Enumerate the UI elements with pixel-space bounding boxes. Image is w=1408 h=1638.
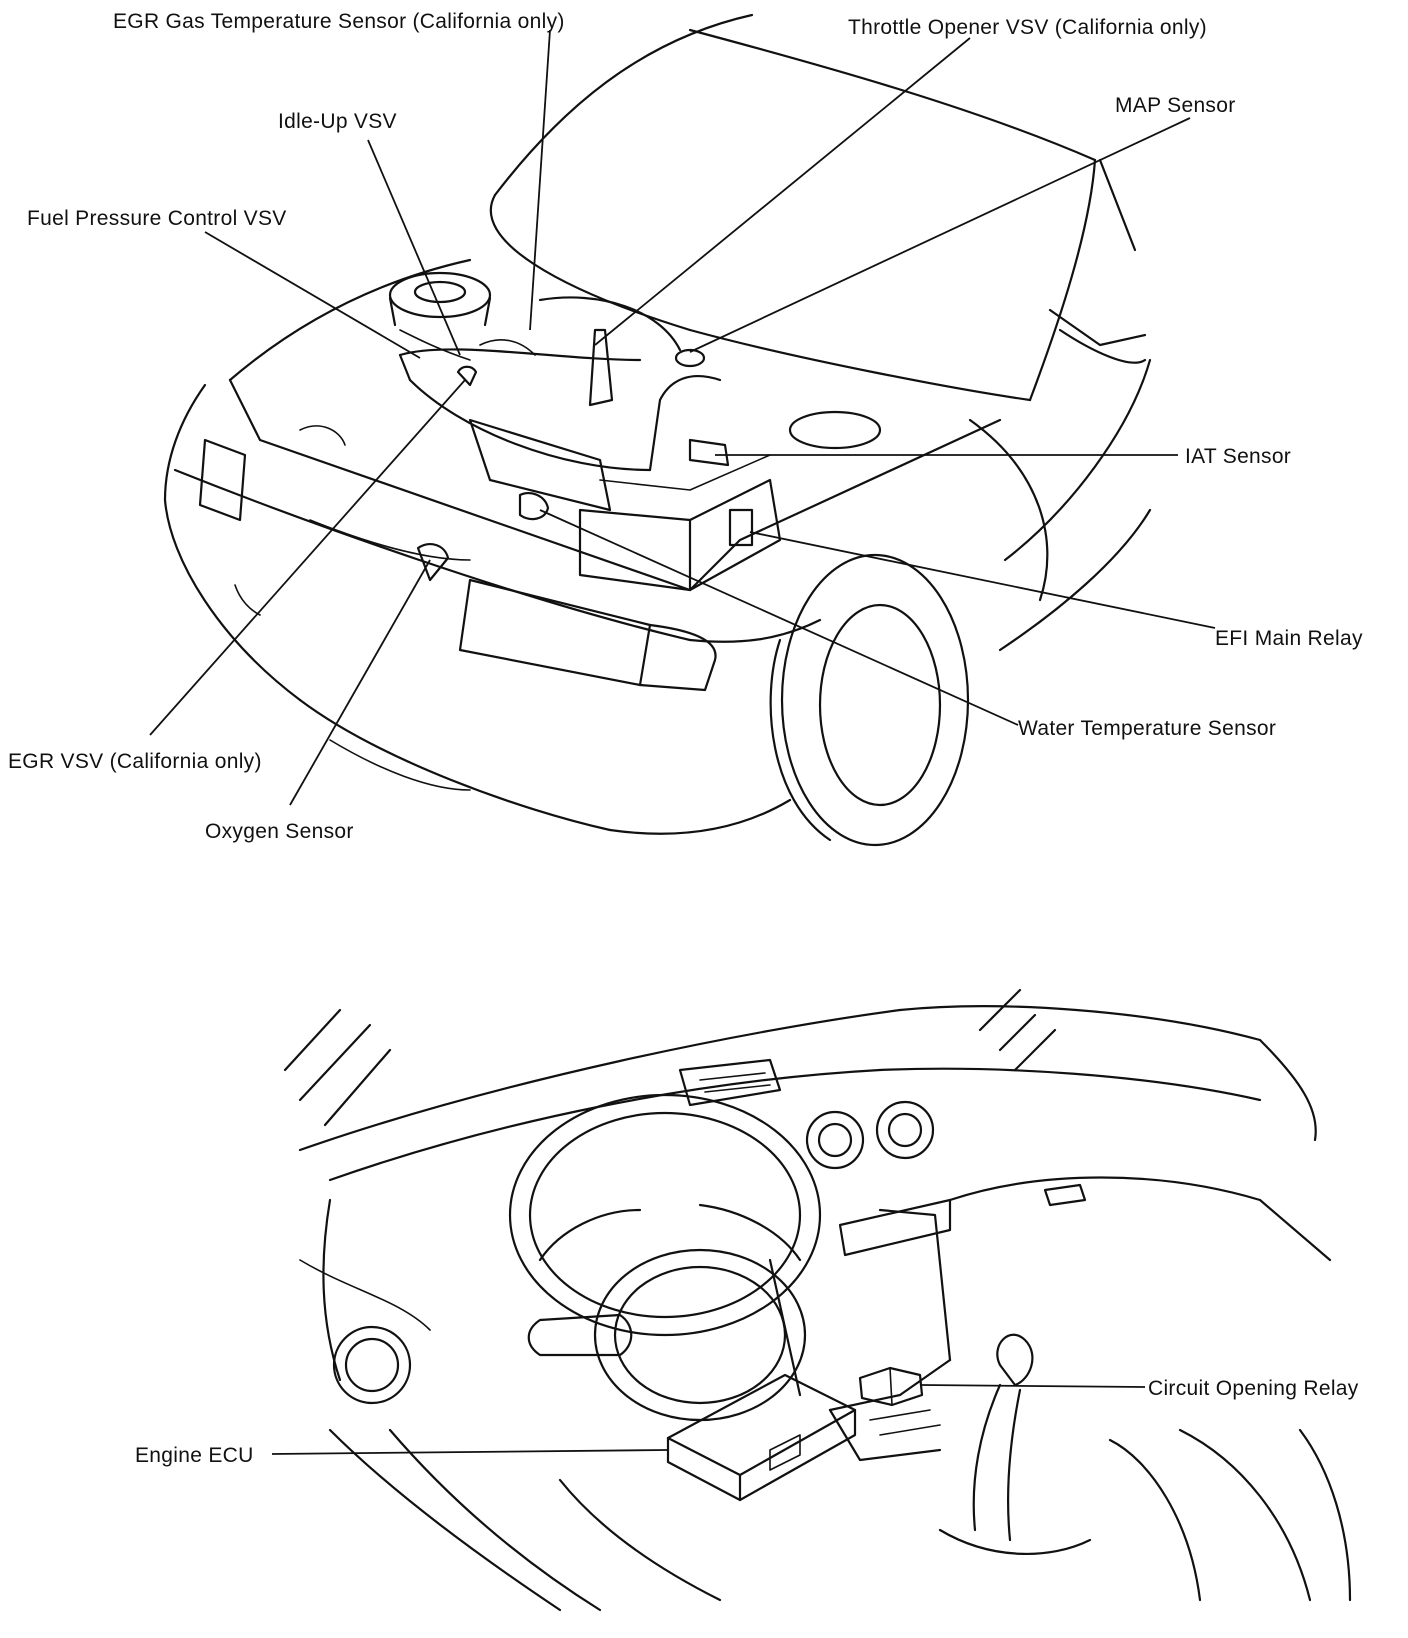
engine-bay-leader-lines [149, 29, 1216, 806]
idle-up-vsv-label: Idle-Up VSV [278, 110, 397, 133]
cabin-labels: Circuit Opening Relay Engine ECU [135, 1377, 1359, 1467]
egr-gas-temp-sensor-label: EGR Gas Temperature Sensor (California o… [113, 10, 565, 33]
throttle-opener-vsv-label: Throttle Opener VSV (California only) [848, 16, 1207, 39]
engine-bay-labels: EGR Gas Temperature Sensor (California o… [8, 10, 1363, 843]
engine-ecu-label: Engine ECU [135, 1444, 254, 1467]
cabin-illustration [283, 988, 1352, 1612]
circuit-opening-relay-label: Circuit Opening Relay [1148, 1377, 1359, 1400]
water-temp-sensor-label: Water Temperature Sensor [1018, 717, 1276, 740]
iat-sensor-label: IAT Sensor [1185, 445, 1291, 468]
egr-vsv-label: EGR VSV (California only) [8, 750, 262, 773]
oxygen-sensor-label: Oxygen Sensor [205, 820, 354, 843]
fuel-pressure-control-vsv-label: Fuel Pressure Control VSV [27, 207, 287, 230]
map-sensor-label: MAP Sensor [1115, 94, 1236, 117]
engine-compartment-illustration [163, 13, 1152, 847]
cabin-leader-lines [271, 1384, 1146, 1455]
efi-main-relay-label: EFI Main Relay [1215, 627, 1363, 650]
